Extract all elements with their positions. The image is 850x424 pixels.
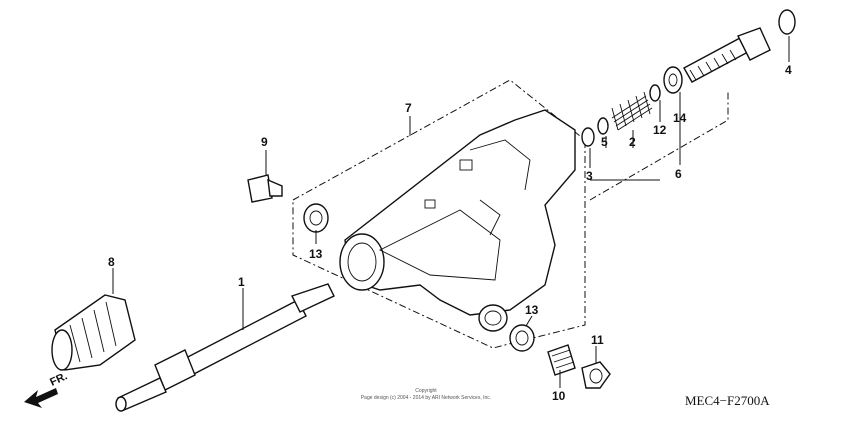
pinion-shaft (683, 27, 771, 83)
callout-4: 4 (785, 63, 792, 77)
washer-5 (597, 117, 609, 135)
copyright-line-1: Copyright (415, 388, 437, 394)
diagram-code: MEC4−F2700A (685, 393, 770, 408)
callout-1: 1 (238, 275, 245, 289)
callout-2: 2 (629, 135, 636, 149)
bushing-13-upper (303, 203, 329, 233)
shaft-group-bracket (589, 92, 729, 201)
swingarm-group-outline (292, 79, 586, 349)
callout-9: 9 (261, 135, 268, 149)
bolt-10 (547, 344, 576, 376)
callout-6: 6 (675, 167, 682, 181)
bushing-13-lower (509, 324, 535, 352)
seal-3 (581, 127, 595, 147)
nut-11 (581, 361, 611, 389)
front-label: FR. (48, 370, 69, 388)
callout-12: 12 (653, 123, 667, 137)
callout-3: 3 (586, 169, 593, 183)
spring-2 (611, 91, 653, 131)
callout-13-upper: 13 (309, 247, 323, 261)
washer-12 (649, 84, 661, 102)
copyright-line-2: Page design (c) 2004 - 2014 by ARI Netwo… (361, 395, 491, 401)
callout-11: 11 (591, 333, 604, 347)
bolt-9 (247, 174, 283, 203)
rubber-boot (51, 294, 136, 371)
drive-shaft (115, 283, 335, 412)
callout-14: 14 (673, 111, 687, 125)
nut-14 (663, 66, 683, 94)
callout-5: 5 (601, 135, 608, 149)
front-arrow-icon (24, 388, 58, 408)
circlip-4 (778, 9, 796, 35)
callout-13-lower: 13 (525, 303, 539, 317)
swingarm (339, 109, 576, 332)
callout-7: 7 (405, 101, 412, 115)
callout-8: 8 (108, 255, 115, 269)
callout-10: 10 (552, 389, 566, 403)
leader-lines (112, 36, 790, 388)
